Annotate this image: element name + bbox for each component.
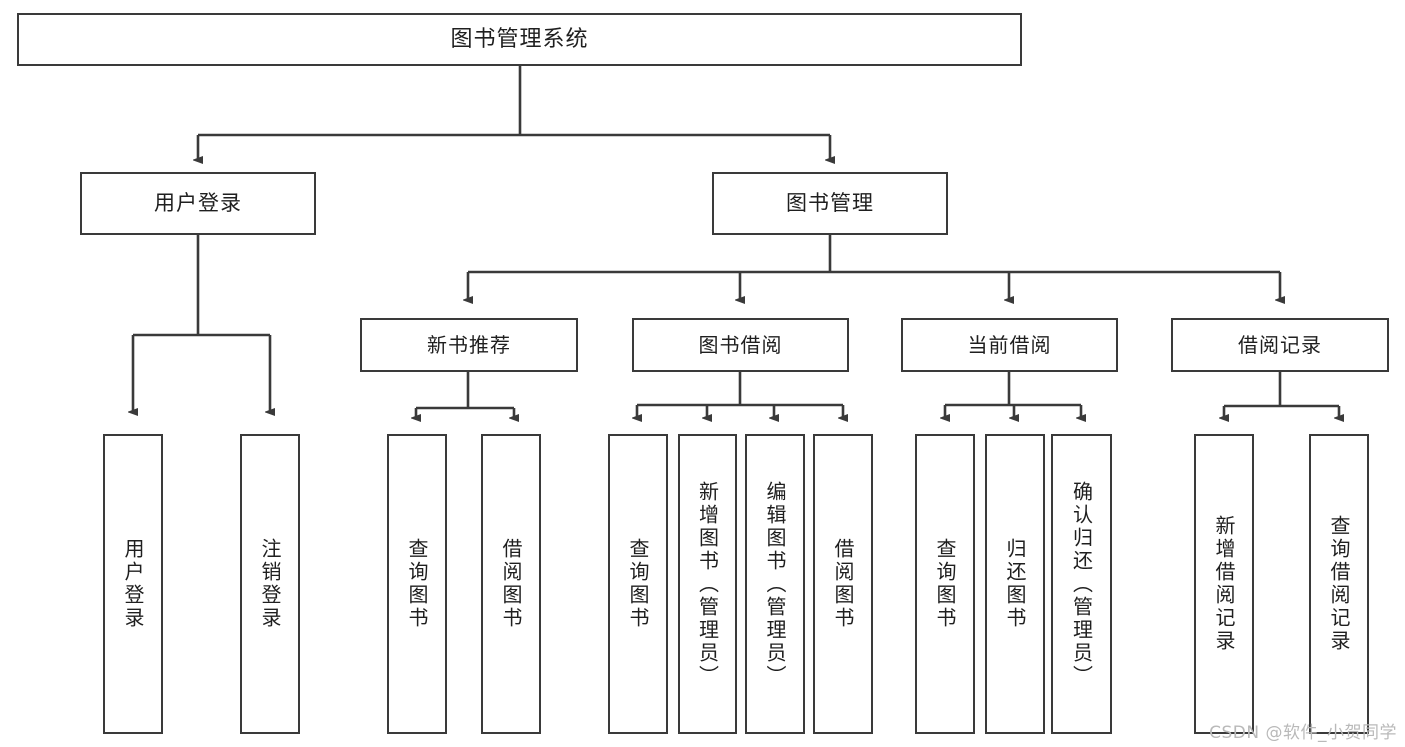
node-new-book-recommend[interactable]: 新书推荐	[360, 318, 578, 372]
leaf-logout-label: 注销登录	[258, 538, 282, 630]
leaf-add-record[interactable]: 新增借阅记录	[1194, 434, 1254, 734]
node-root-label: 图书管理系统	[450, 26, 589, 52]
leaf-user-login-label: 用户登录	[121, 538, 145, 630]
leaf-edit-book[interactable]: 编辑图书（管理员）	[745, 434, 805, 734]
leaf-borrow-book-2-label: 借阅图书	[831, 538, 855, 630]
leaf-borrow-book-1-label: 借阅图书	[499, 538, 523, 630]
watermark: CSDN @软件_小贺同学	[1209, 723, 1397, 743]
leaf-add-book-label: 新增图书（管理员）	[695, 480, 720, 688]
leaf-query-book-3-label: 查询图书	[933, 538, 957, 630]
node-current-borrow[interactable]: 当前借阅	[901, 318, 1118, 372]
leaf-return-book[interactable]: 归还图书	[985, 434, 1045, 734]
node-book-borrow[interactable]: 图书借阅	[632, 318, 849, 372]
leaf-add-book[interactable]: 新增图书（管理员）	[678, 434, 737, 734]
leaf-borrow-book-1[interactable]: 借阅图书	[481, 434, 541, 734]
node-new-book-recommend-label: 新书推荐	[427, 332, 511, 357]
leaf-query-book-2-label: 查询图书	[626, 538, 650, 630]
node-book-manage-label: 图书管理	[786, 191, 874, 216]
leaf-logout[interactable]: 注销登录	[240, 434, 300, 734]
leaf-query-book-1[interactable]: 查询图书	[387, 434, 447, 734]
leaf-borrow-book-2[interactable]: 借阅图书	[813, 434, 873, 734]
node-book-borrow-label: 图书借阅	[698, 332, 783, 357]
leaf-user-login[interactable]: 用户登录	[103, 434, 163, 734]
node-user-login-label: 用户登录	[154, 191, 242, 216]
node-borrow-record[interactable]: 借阅记录	[1171, 318, 1389, 372]
leaf-edit-book-label: 编辑图书（管理员）	[763, 480, 787, 688]
leaf-add-record-label: 新增借阅记录	[1212, 515, 1236, 653]
leaf-query-record[interactable]: 查询借阅记录	[1309, 434, 1369, 734]
leaf-query-book-2[interactable]: 查询图书	[608, 434, 668, 734]
node-book-manage[interactable]: 图书管理	[712, 172, 948, 235]
node-current-borrow-label: 当前借阅	[967, 332, 1052, 357]
leaf-query-record-label: 查询借阅记录	[1327, 515, 1351, 653]
leaf-return-book-label: 归还图书	[1003, 538, 1027, 630]
leaf-query-book-1-label: 查询图书	[405, 538, 429, 630]
node-user-login[interactable]: 用户登录	[80, 172, 316, 235]
leaf-confirm-return[interactable]: 确认归还（管理员）	[1051, 434, 1112, 734]
leaf-confirm-return-label: 确认归还（管理员）	[1069, 480, 1094, 688]
leaf-query-book-3[interactable]: 查询图书	[915, 434, 975, 734]
node-root[interactable]: 图书管理系统	[17, 13, 1022, 66]
node-borrow-record-label: 借阅记录	[1238, 332, 1322, 357]
